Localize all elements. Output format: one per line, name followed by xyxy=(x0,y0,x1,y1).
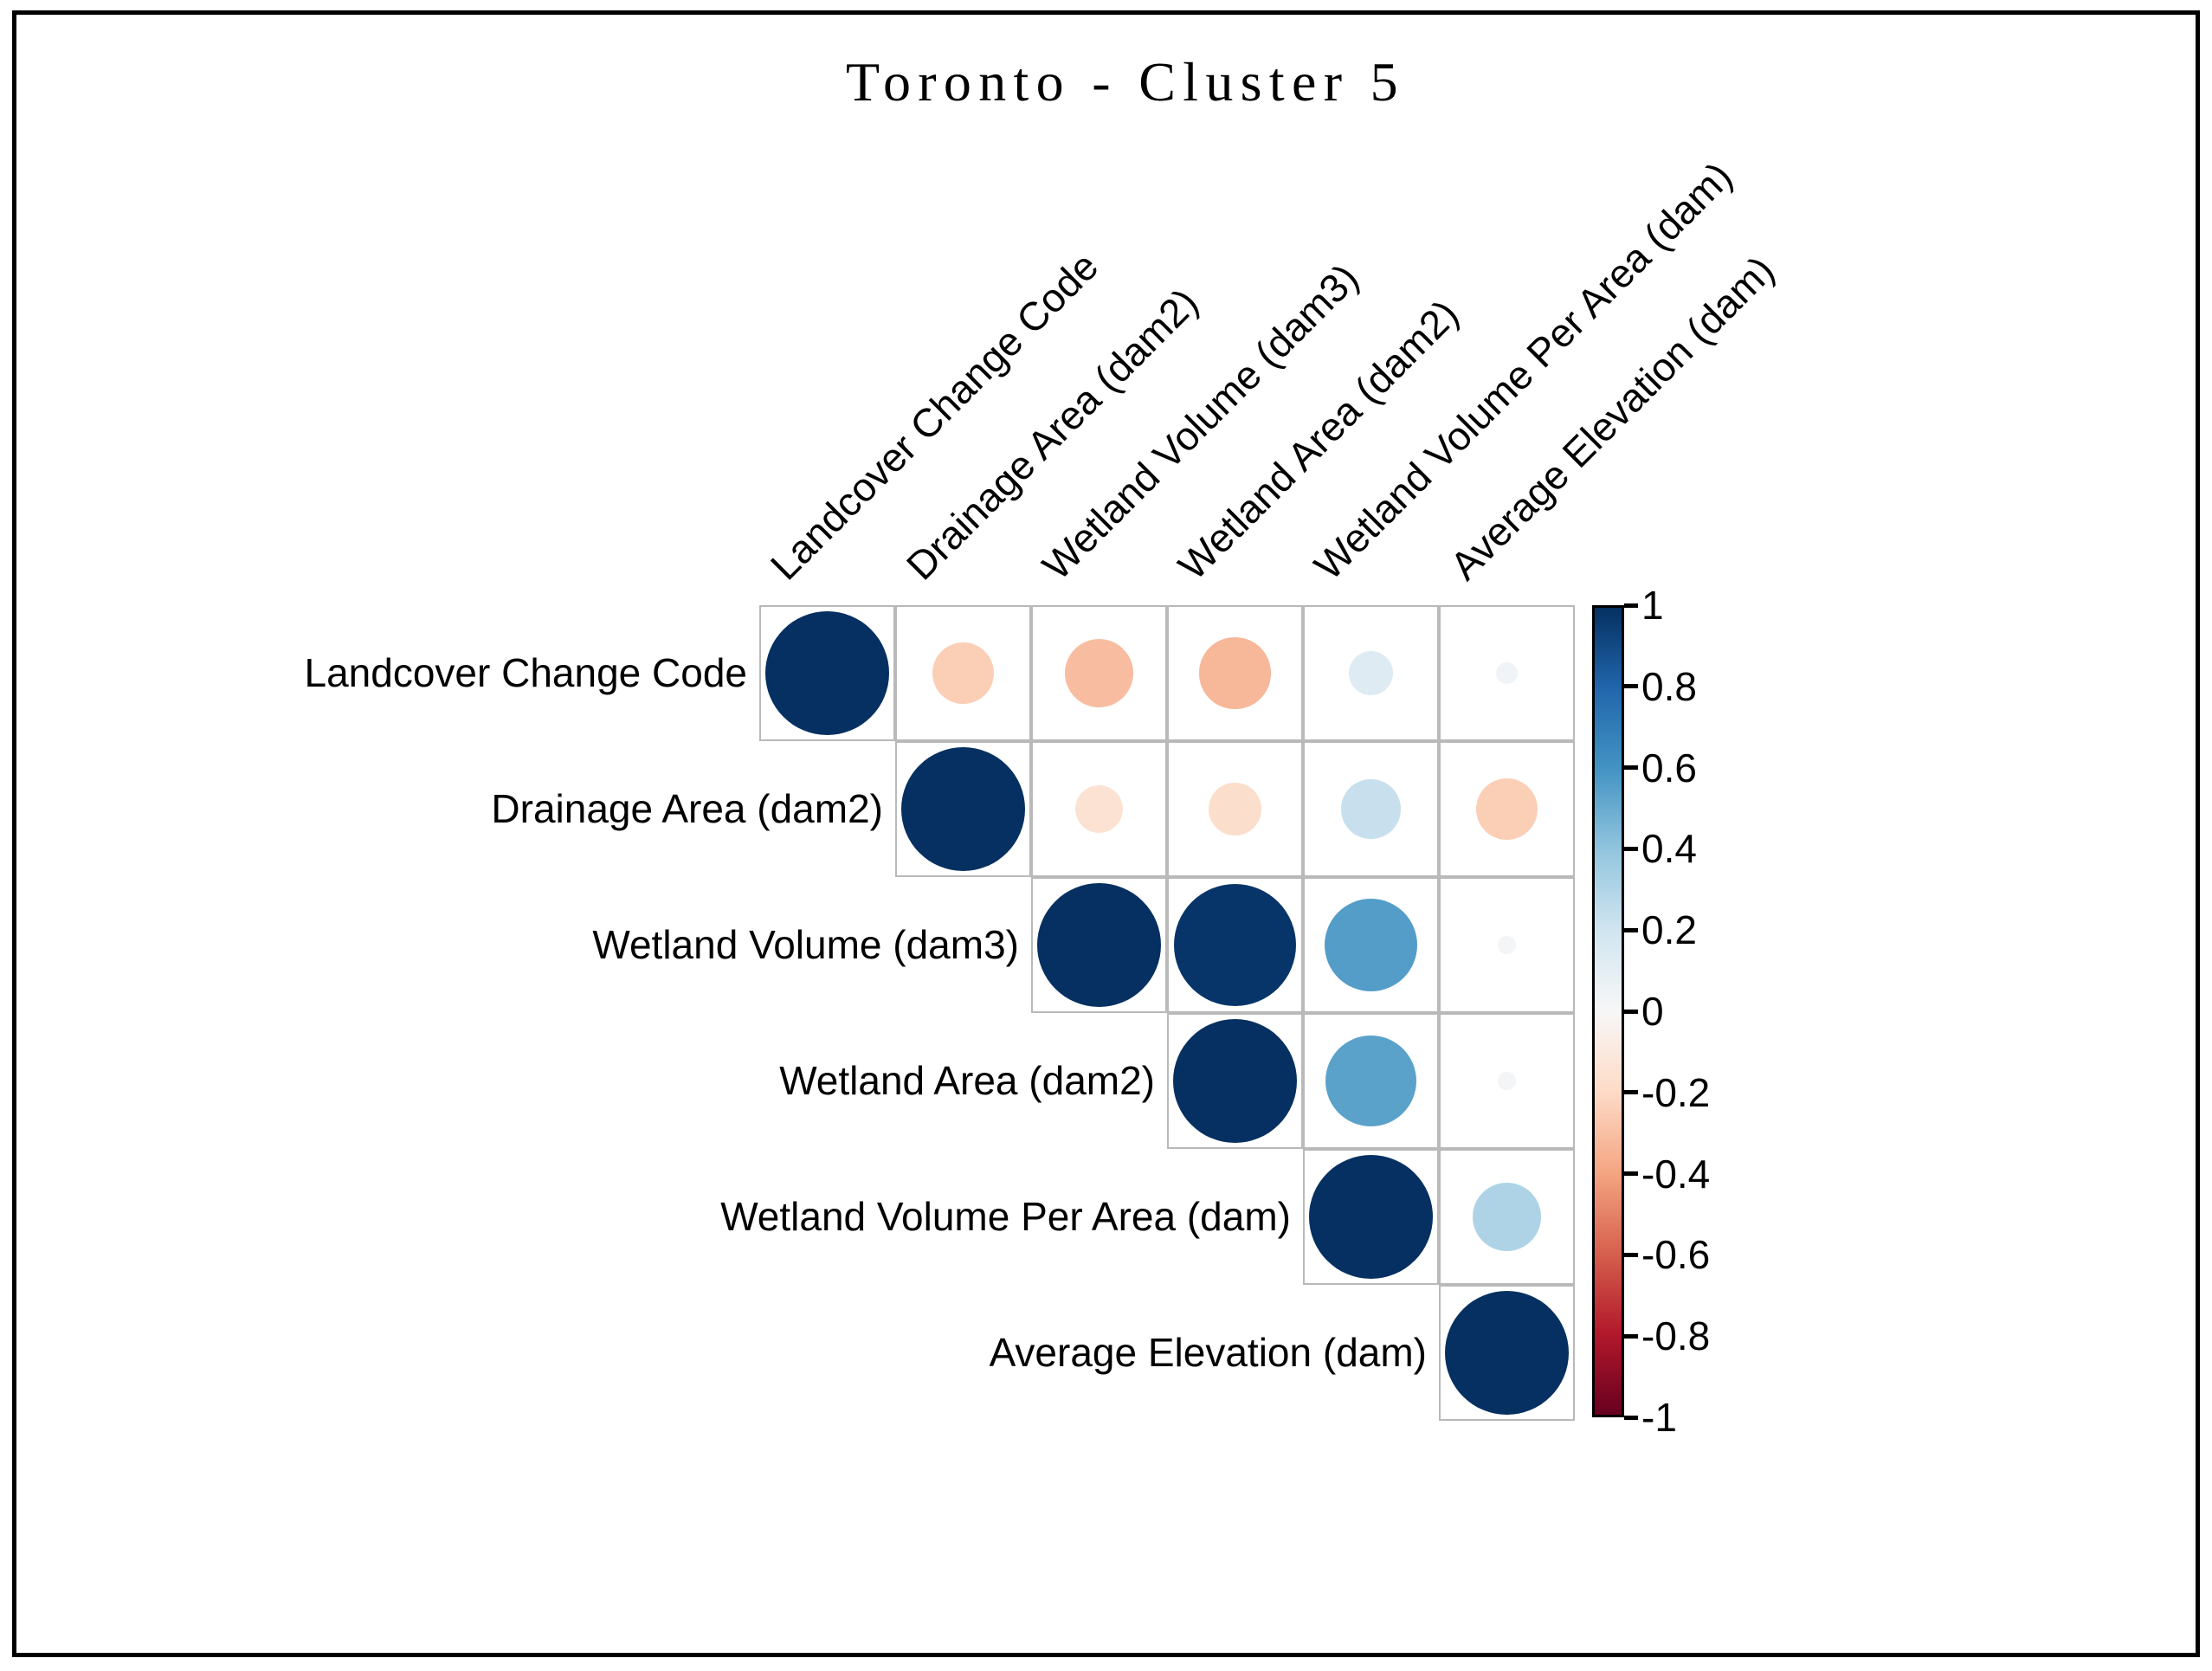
corr-cell xyxy=(1303,1013,1439,1149)
row-label: Wetland Area (dam2) xyxy=(779,1058,1155,1103)
colorbar-tick-mark xyxy=(1624,1415,1638,1420)
corr-cell xyxy=(1439,741,1575,877)
corr-bubble xyxy=(1324,898,1417,991)
corr-bubble xyxy=(1309,1155,1433,1279)
corr-bubble xyxy=(1325,1035,1417,1127)
colorbar-tick-mark xyxy=(1624,603,1638,608)
colorbar-tick-mark xyxy=(1624,846,1638,851)
corr-cell xyxy=(1303,741,1439,877)
colorbar-tick-label: 0.2 xyxy=(1641,907,1697,953)
corr-cell xyxy=(1303,605,1439,741)
colorbar-tick-mark xyxy=(1624,1333,1638,1339)
corr-bubble xyxy=(1074,784,1124,834)
corr-cell xyxy=(1439,605,1575,741)
colorbar-tick-label: -0.4 xyxy=(1641,1151,1711,1197)
corr-bubble xyxy=(1498,1072,1516,1090)
corr-bubble xyxy=(1173,1019,1297,1143)
colorbar-tick-label: 0.6 xyxy=(1641,745,1697,790)
row-label: Drainage Area (dam2) xyxy=(491,786,883,831)
corr-cell xyxy=(1167,605,1303,741)
corr-cell xyxy=(1439,1285,1575,1421)
corr-bubble xyxy=(1199,637,1271,709)
corr-cell xyxy=(1303,1149,1439,1285)
colorbar-tick-mark xyxy=(1624,1009,1638,1014)
corr-cell xyxy=(1031,877,1167,1013)
colorbar-tick-label: -0.8 xyxy=(1641,1313,1711,1359)
corr-cell xyxy=(1031,605,1167,741)
row-label: Landcover Change Code xyxy=(304,650,747,695)
corr-bubble xyxy=(1496,662,1518,684)
row-label: Wetland Volume (dam3) xyxy=(592,922,1019,967)
corr-cell xyxy=(1031,741,1167,877)
colorbar-tick-mark xyxy=(1624,1252,1638,1257)
row-label: Average Elevation (dam) xyxy=(989,1330,1427,1375)
corr-cell xyxy=(1303,877,1439,1013)
corr-bubble xyxy=(1475,777,1538,841)
corr-bubble xyxy=(1173,883,1297,1007)
corr-bubble xyxy=(765,611,889,735)
corr-bubble xyxy=(1348,650,1394,696)
corr-cell xyxy=(1167,877,1303,1013)
row-label: Wetland Volume Per Area (dam) xyxy=(720,1194,1291,1239)
colorbar-tick-label: 0.4 xyxy=(1641,826,1697,872)
corr-bubble xyxy=(1341,779,1401,839)
chart-title: Toronto - Cluster 5 xyxy=(846,51,1405,113)
colorbar-tick-label: 0 xyxy=(1641,989,1664,1034)
corr-cell xyxy=(1167,741,1303,877)
corr-bubble xyxy=(1472,1182,1542,1252)
corr-cell xyxy=(1439,1149,1575,1285)
colorbar-tick-label: -0.6 xyxy=(1641,1232,1711,1278)
corr-cell xyxy=(1439,1013,1575,1149)
corr-bubble xyxy=(1064,638,1134,708)
colorbar-tick-mark xyxy=(1624,765,1638,771)
corr-bubble xyxy=(1037,883,1161,1007)
colorbar-tick-label: 0.8 xyxy=(1641,663,1697,709)
colorbar-tick-mark xyxy=(1624,1090,1638,1095)
corr-bubble xyxy=(1209,783,1261,836)
colorbar-tick-label: -1 xyxy=(1641,1395,1677,1440)
colorbar-tick-label: -0.2 xyxy=(1641,1069,1711,1115)
colorbar-tick-mark xyxy=(1624,927,1638,932)
corr-bubble xyxy=(1445,1291,1569,1415)
colorbar-legend xyxy=(1592,605,1624,1417)
corr-bubble xyxy=(901,747,1025,871)
corr-cell xyxy=(1439,877,1575,1013)
colorbar-tick-label: 1 xyxy=(1641,583,1664,628)
corr-cell xyxy=(759,605,895,741)
colorbar-tick-mark xyxy=(1624,1171,1638,1177)
figure-outer-border xyxy=(12,10,2200,1657)
corr-cell xyxy=(895,605,1031,741)
corr-bubble xyxy=(1498,936,1516,954)
corr-cell xyxy=(1167,1013,1303,1149)
corr-bubble xyxy=(932,642,995,705)
corr-cell xyxy=(895,741,1031,877)
colorbar-tick-mark xyxy=(1624,684,1638,689)
